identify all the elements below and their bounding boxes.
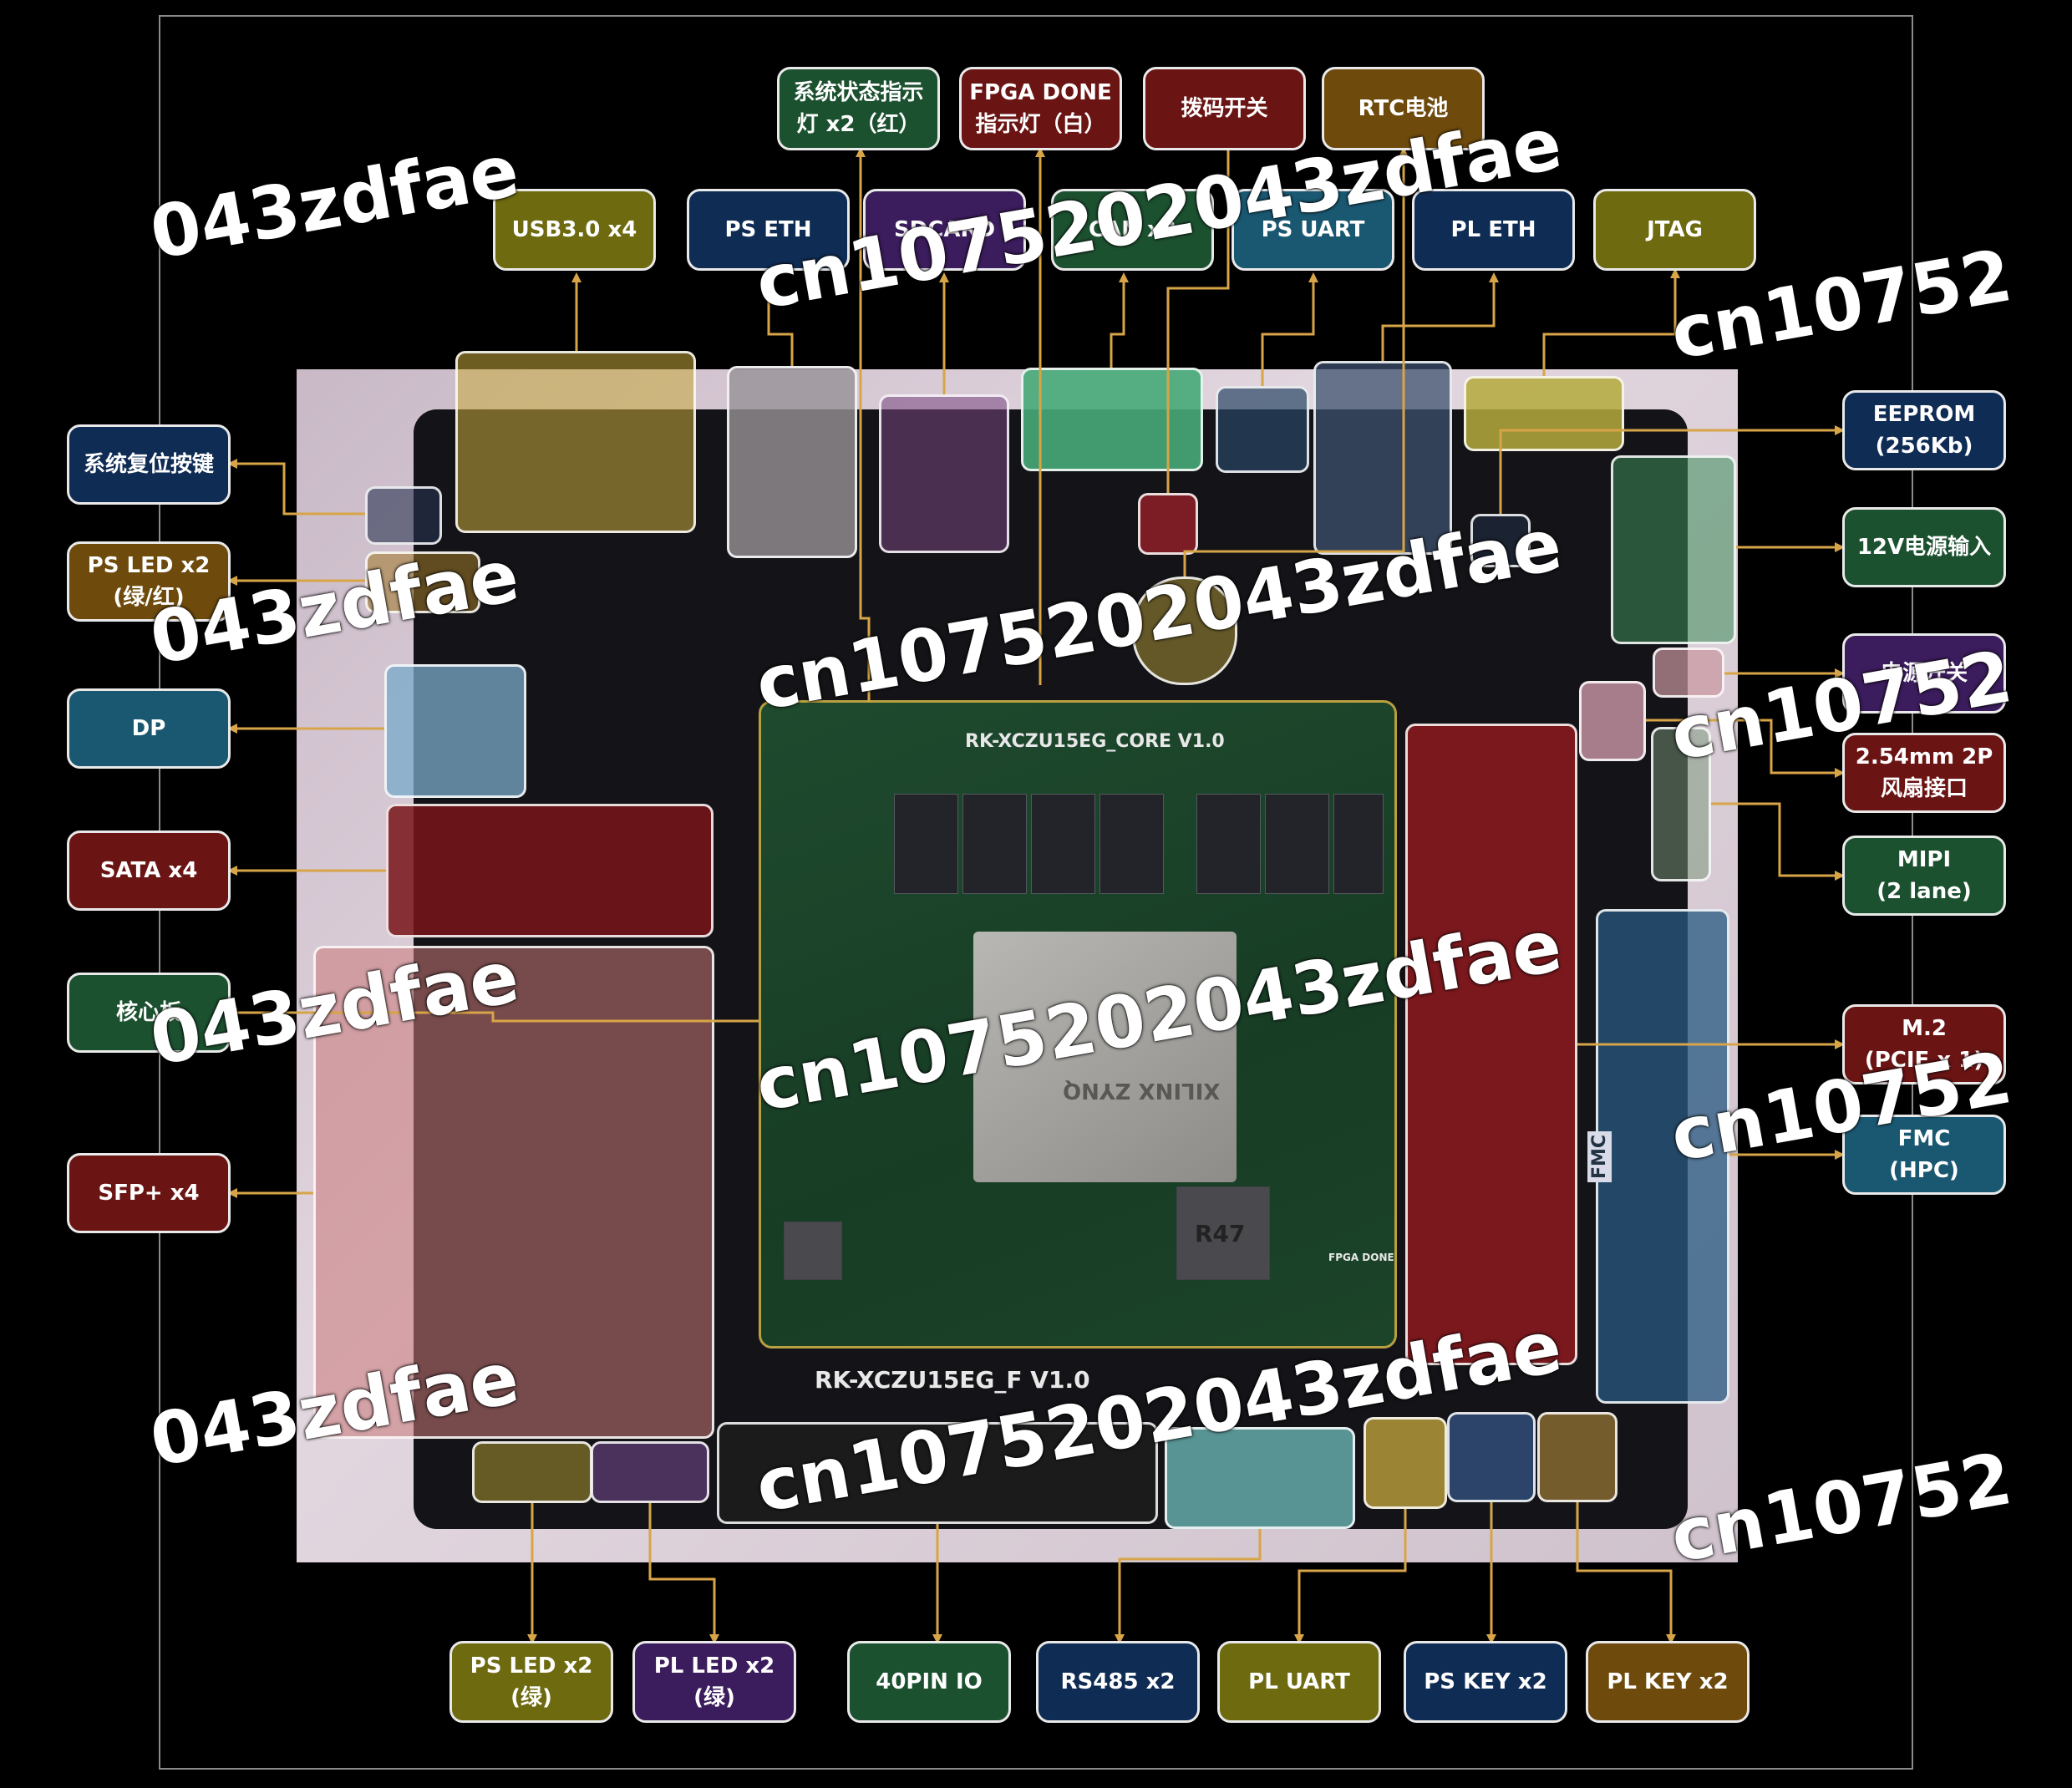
leader-pl-uart: [1298, 1509, 1407, 1638]
zynq-soc-chip: [973, 932, 1237, 1182]
ddr-chip: [894, 794, 958, 894]
leader-rs485: [1118, 1529, 1262, 1638]
pl-eth-port-highlight: [1313, 361, 1452, 555]
power-inductor: [1176, 1186, 1270, 1280]
label-power-switch: 电源开关: [1842, 633, 2006, 714]
leader-pl-eth: [1381, 280, 1496, 361]
m2-slot-highlight: [1405, 724, 1577, 1365]
40pin-header-highlight: [717, 1422, 1158, 1524]
label-pl-eth: PL ETH: [1412, 189, 1575, 271]
label-ps-led-green: PS LED x2 (绿): [449, 1641, 613, 1723]
label-pl-uart: PL UART: [1217, 1641, 1381, 1723]
leader-eeprom: [1499, 429, 1838, 514]
label-fan-header: 2.54mm 2P 风扇接口: [1842, 733, 2006, 813]
ddr-chip: [1099, 794, 1164, 894]
label-fpga-done-led: FPGA DONE 指示灯（白）: [959, 67, 1122, 150]
label-eeprom: EEPROM (256Kb): [1842, 390, 2006, 470]
fan-header-highlight: [1579, 681, 1646, 761]
ddr-chip: [1333, 794, 1384, 894]
label-dp: DP: [67, 688, 231, 769]
ddr-chip: [1265, 794, 1329, 894]
leader-ps-uart: [1261, 280, 1315, 386]
pl-uart-port-highlight: [1364, 1417, 1447, 1509]
ps-eth-port-highlight: [727, 366, 857, 558]
ps-key-highlight: [1447, 1412, 1536, 1502]
leader-dip: [1166, 113, 1230, 493]
leader-pl-led-green: [648, 1503, 716, 1638]
leader-fan: [1646, 719, 1838, 775]
label-ps-led-green-red: PS LED x2 (绿/红): [67, 541, 231, 622]
leader-sys-status: [859, 153, 871, 702]
reset-key-highlight: [365, 486, 442, 545]
fpga-done-silk: FPGA DONE: [1328, 1252, 1394, 1263]
sdcard-slot-highlight: [879, 394, 1009, 553]
pl-key-highlight: [1537, 1412, 1617, 1502]
leader-jtag: [1542, 276, 1677, 376]
leader-can: [1110, 280, 1125, 368]
label-sys-status-led: 系统状态指示 灯 x2（红）: [777, 67, 940, 150]
leader-reset: [234, 462, 365, 516]
sata-ports-highlight: [386, 804, 714, 937]
rtc-battery-highlight: [1132, 577, 1237, 685]
label-rs485: RS485 x2: [1036, 1641, 1200, 1723]
leader-rtc: [1183, 153, 1405, 577]
label-can: CAN x2: [1051, 189, 1214, 271]
usb30-ports-highlight: [455, 351, 696, 533]
carrier-board-title: RK-XCZU15EG_F V1.0: [815, 1366, 1090, 1394]
ddr-chip: [962, 794, 1027, 894]
label-40pin-io: 40PIN IO: [847, 1641, 1011, 1723]
label-dip-switch: 拨码开关: [1143, 67, 1306, 150]
label-pl-key: PL KEY x2: [1586, 1641, 1750, 1723]
power-input-highlight: [1611, 455, 1736, 644]
core-board-title: RK-XCZU15EG_CORE V1.0: [965, 731, 1225, 752]
label-reset-key: 系统复位按键: [67, 424, 231, 505]
label-sfp: SFP+ x4: [67, 1153, 231, 1233]
leader-core: [234, 1011, 759, 1023]
power-switch-highlight: [1653, 648, 1724, 698]
mipi-connector-highlight: [1651, 727, 1711, 881]
leader-mipi: [1711, 802, 1838, 877]
ddr-chip: [1196, 794, 1261, 894]
label-sata: SATA x4: [67, 831, 231, 911]
rs485-connector-highlight: [1165, 1427, 1355, 1529]
dip-switch-highlight: [1138, 493, 1198, 555]
label-fmc: FMC (HPC): [1842, 1115, 2006, 1195]
dp-port-highlight: [384, 664, 526, 798]
ps-led-green-highlight: [472, 1441, 592, 1503]
label-usb30: USB3.0 x4: [493, 189, 656, 271]
ps-led-highlight: [365, 551, 480, 613]
pl-led-green-highlight: [591, 1441, 709, 1503]
label-12v-power: 12V电源输入: [1842, 507, 2006, 587]
sfp-cages-highlight: [313, 946, 714, 1439]
leader-pl-key: [1576, 1502, 1673, 1638]
eeprom-highlight: [1470, 514, 1531, 567]
inductor-marking: R47: [1195, 1220, 1246, 1247]
can-connector-highlight: [1021, 368, 1203, 471]
leader-ps-eth: [767, 280, 794, 366]
label-pl-led-green: PL LED x2 (绿): [632, 1641, 796, 1723]
ps-uart-port-highlight: [1216, 386, 1309, 473]
label-rtc-battery: RTC电池: [1322, 67, 1485, 150]
label-sdcard: SDCARD: [863, 189, 1026, 271]
label-ps-key: PS KEY x2: [1404, 1641, 1567, 1723]
label-jtag: JTAG: [1593, 189, 1756, 271]
label-mipi: MIPI (2 lane): [1842, 836, 2006, 916]
label-ps-eth: PS ETH: [687, 189, 850, 271]
label-ps-uart: PS UART: [1232, 189, 1394, 271]
label-core-board: 核心板: [67, 973, 231, 1053]
power-inductor-small: [784, 1222, 842, 1280]
ddr-chip: [1031, 794, 1095, 894]
jtag-header-highlight: [1464, 376, 1624, 451]
label-m2: M.2 (PCIE x 1): [1842, 1004, 2006, 1084]
